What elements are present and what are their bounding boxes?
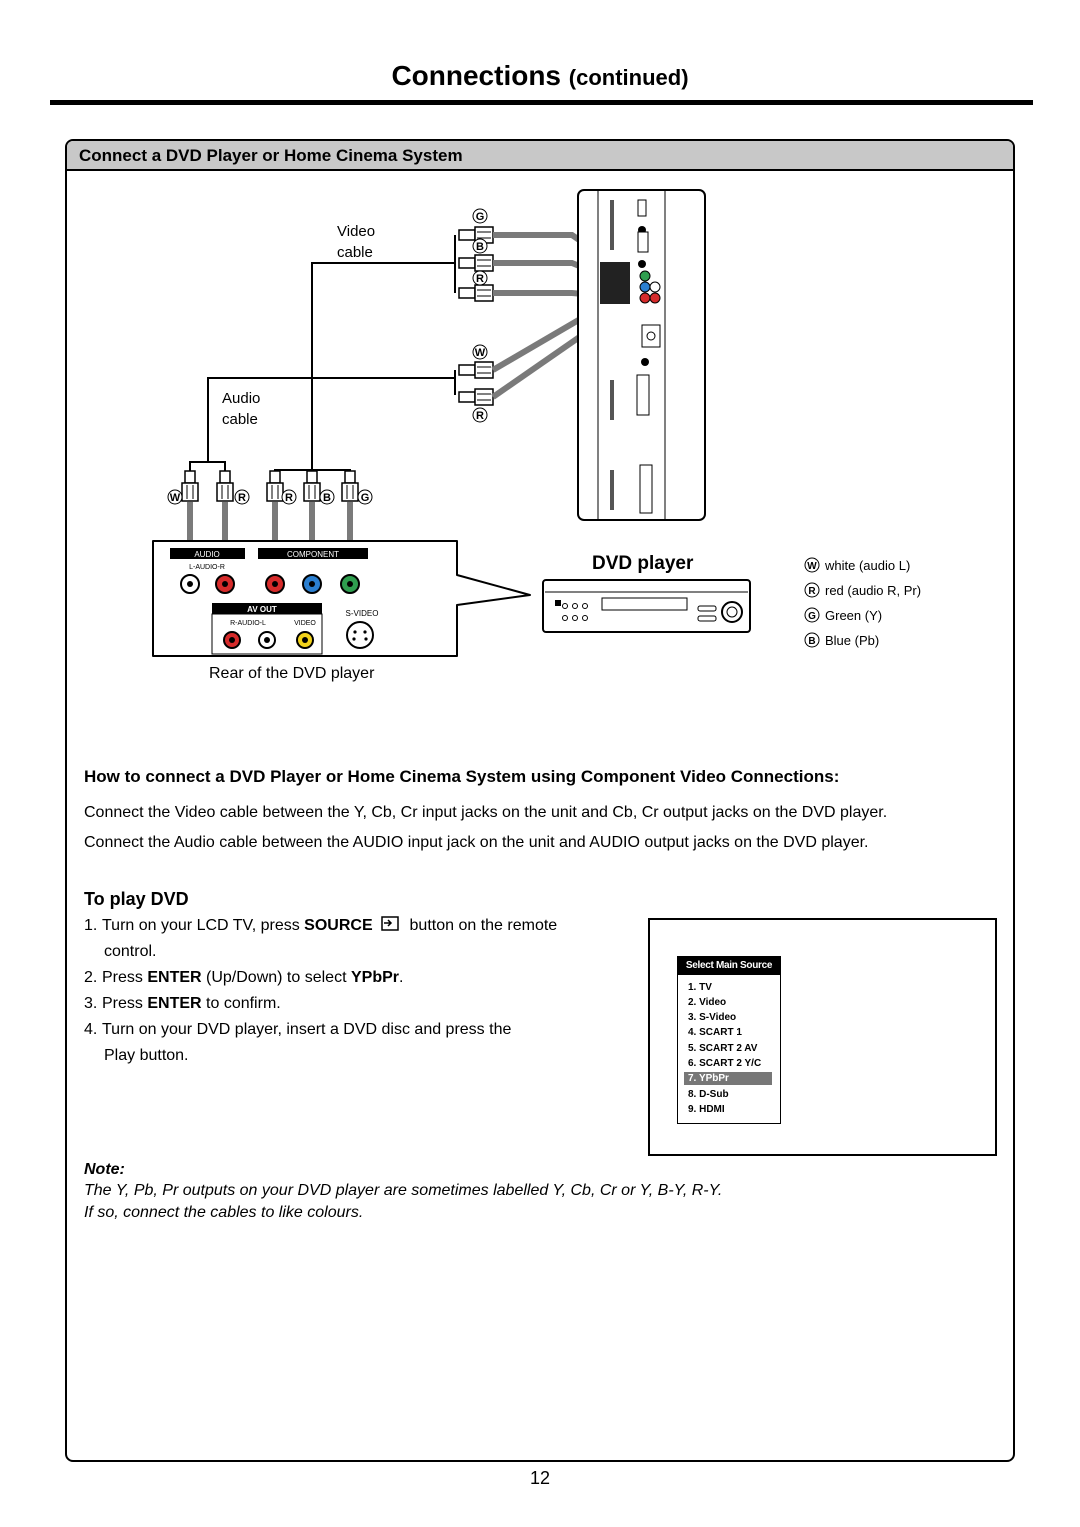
menu-item[interactable]: 2. Video <box>688 997 727 1008</box>
menu-item[interactable]: 3. S-Video <box>688 1012 737 1023</box>
panel-av-video-label: VIDEO <box>294 620 316 627</box>
note-line-1: The Y, Pb, Pr outputs on your DVD player… <box>84 1182 723 1199</box>
step-3: 3.Press ENTER to confirm. <box>84 995 281 1012</box>
svg-text:W: W <box>475 347 486 359</box>
menu-item[interactable]: 6. SCART 2 Y/C <box>688 1058 762 1069</box>
panel-component-label: COMPONENT <box>287 550 339 559</box>
video-plugs-right <box>458 226 494 302</box>
svg-text:W: W <box>807 561 817 572</box>
dvd-rear-panel: AUDIO L-AUDIO-R COMPONENT AV OUT R-AUDIO… <box>152 540 531 657</box>
svg-text:B: B <box>808 636 815 647</box>
note-label: Note: <box>84 1161 125 1178</box>
menu-item[interactable]: 4. SCART 1 <box>688 1027 742 1038</box>
legend-white: white (audio L) <box>824 558 910 573</box>
video-plugs-bottom <box>266 470 359 502</box>
instruction-para-1: Connect the Video cable between the Y, C… <box>84 804 888 821</box>
panel-av-out-label: AV OUT <box>247 605 277 614</box>
section-title: Connect a DVD Player or Home Cinema Syst… <box>79 146 463 165</box>
step-2: 2.Press ENTER (Up/Down) to select YPbPr. <box>84 969 404 986</box>
audio-cable-label-2: cable <box>222 411 258 428</box>
svg-text:R: R <box>238 492 246 504</box>
step-1: 1.Turn on your LCD TV, press SOURCE butt… <box>84 916 558 960</box>
panel-av-audio-label: R-AUDIO-L <box>230 620 266 627</box>
svg-text:R: R <box>285 492 293 504</box>
svg-text:B: B <box>323 492 331 504</box>
menu-item[interactable]: 5. SCART 2 AV <box>688 1043 758 1054</box>
legend-red: red (audio R, Pr) <box>825 583 921 598</box>
legend-green: Green (Y) <box>825 608 882 623</box>
note-line-2: If so, connect the cables to like colour… <box>84 1204 364 1221</box>
panel-audio-lr-label: L-AUDIO-R <box>189 564 225 571</box>
menu-item[interactable]: 8. D-Sub <box>688 1089 729 1100</box>
step-4: 4.Turn on your DVD player, insert a DVD … <box>84 1021 512 1064</box>
source-icon <box>381 916 399 931</box>
panel-s-video-label: S-VIDEO <box>346 609 379 618</box>
plug-letters-bottom: W R R B G <box>167 489 373 505</box>
menu-header: Select Main Source <box>678 957 780 975</box>
menu-item[interactable]: 1. TV <box>688 982 712 993</box>
page-number: 12 <box>529 1468 551 1488</box>
content-frame: Connect a DVD Player or Home Cinema Syst… <box>65 139 1015 1462</box>
title-rule <box>50 100 1033 105</box>
connection-diagram: Video cable Audio cable G B R W R <box>152 189 921 682</box>
svg-text:B: B <box>476 241 484 253</box>
rear-of-dvd-player-label: Rear of the DVD player <box>209 665 375 682</box>
video-cable <box>274 235 456 485</box>
page-title-sub: (continued) <box>568 65 689 90</box>
instruction-para-2: Connect the Audio cable between the AUDI… <box>84 834 869 851</box>
page-title: Connections (continued) <box>0 60 1080 92</box>
page-title-main: Connections <box>391 60 561 91</box>
how-to-heading: How to connect a DVD Player or Home Cine… <box>84 767 840 786</box>
tv-rear-panel <box>577 189 706 521</box>
audio-plugs-bottom <box>181 470 234 502</box>
panel-audio-label: AUDIO <box>194 550 219 559</box>
to-play-heading: To play DVD <box>84 889 189 909</box>
plug-letters-right: G B R W R <box>472 208 488 423</box>
svg-text:R: R <box>808 586 816 597</box>
video-cable-label-1: Video <box>337 223 375 240</box>
svg-text:G: G <box>476 211 485 223</box>
svg-text:G: G <box>361 492 370 504</box>
menu-item-selected[interactable]: 7. YPbPr <box>684 1072 772 1085</box>
menu-item[interactable]: 9. HDMI <box>688 1104 725 1115</box>
legend-blue: Blue (Pb) <box>825 633 879 648</box>
video-cable-label-2: cable <box>337 244 373 261</box>
menu-screenshot: Select Main Source 1. TV 2. Video 3. S-V… <box>648 918 997 1156</box>
svg-text:G: G <box>808 611 816 622</box>
section-header-bar: Connect a DVD Player or Home Cinema Syst… <box>67 141 1013 171</box>
audio-plugs-right <box>458 361 494 406</box>
dvd-player-front <box>542 579 751 633</box>
dvd-player-label: DVD player <box>592 553 694 574</box>
svg-text:R: R <box>476 410 484 422</box>
audio-cable-label-1: Audio <box>222 390 260 407</box>
svg-text:W: W <box>170 492 181 504</box>
svg-text:R: R <box>476 273 484 285</box>
source-menu: Select Main Source 1. TV 2. Video 3. S-V… <box>677 956 781 1124</box>
color-legend: W white (audio L) R red (audio R, Pr) G … <box>804 557 921 648</box>
